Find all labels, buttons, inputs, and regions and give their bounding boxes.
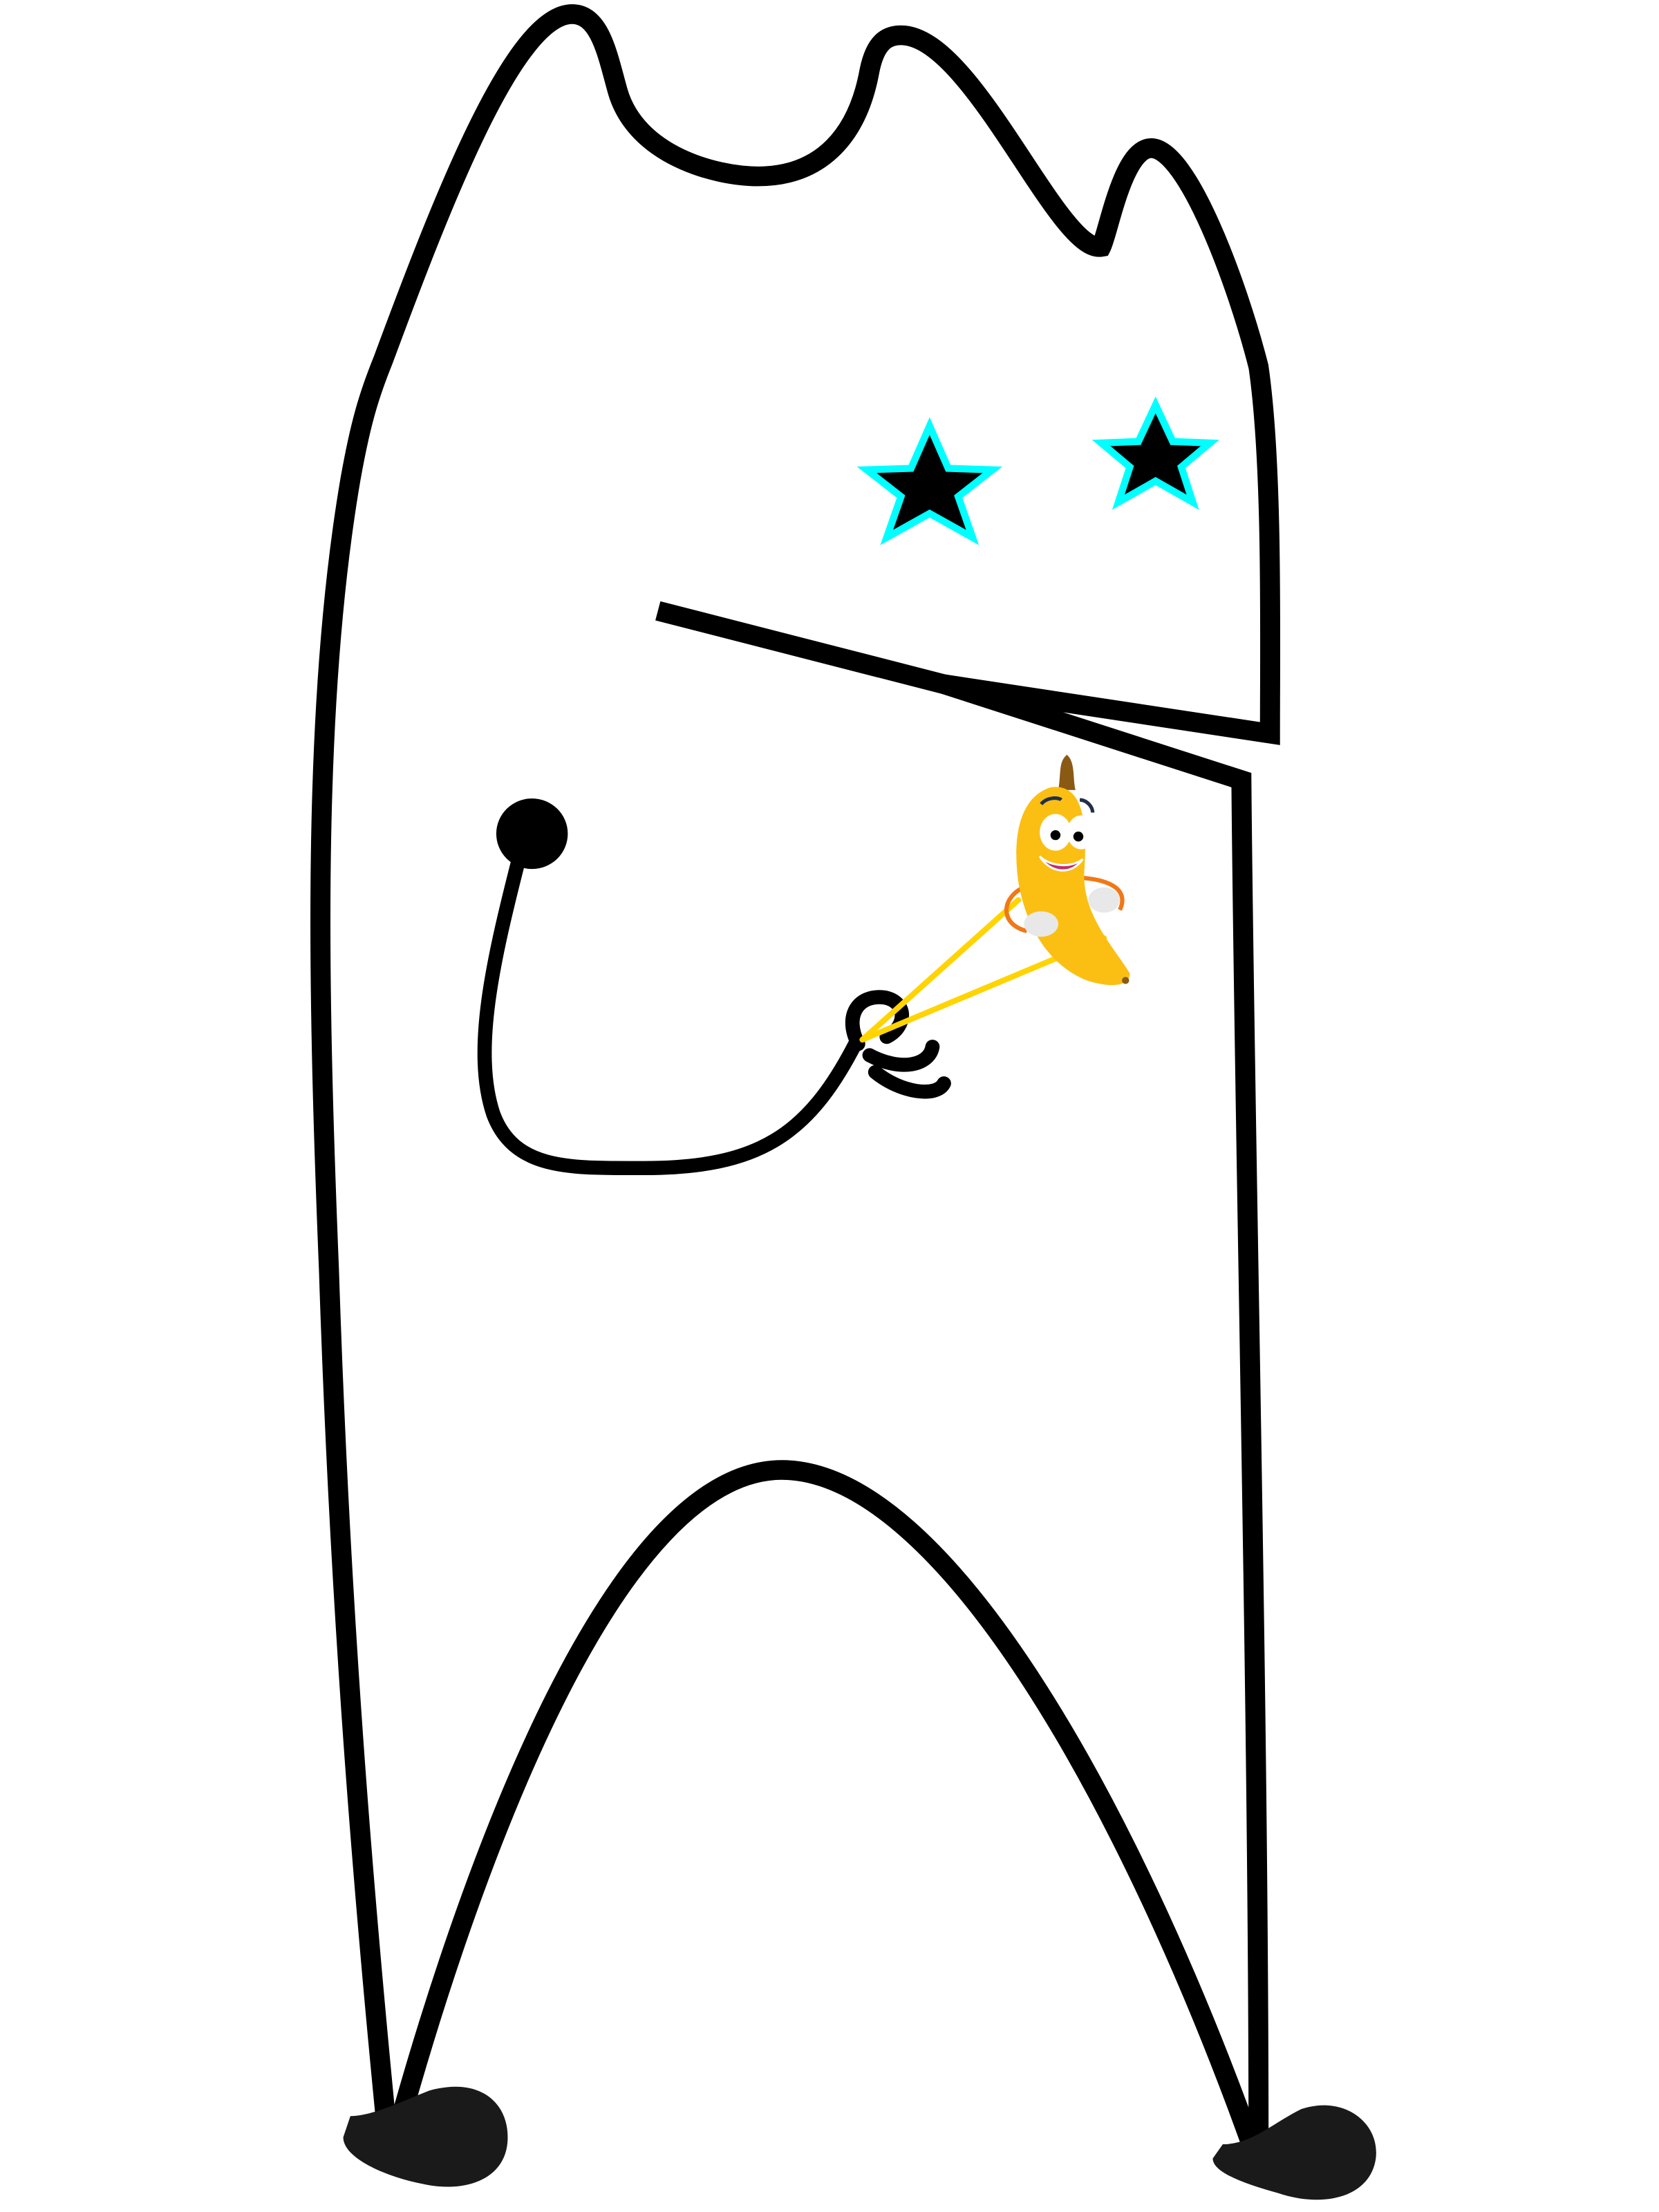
- legs-arch: [387, 1460, 1262, 2155]
- banana-mouth: [1038, 855, 1084, 872]
- banana-glove-left: [1024, 911, 1059, 937]
- left-foot: [343, 2086, 508, 2187]
- shoulder-dot: [496, 798, 568, 870]
- mouth-line: [655, 601, 947, 694]
- right-star-eye-icon: [1091, 396, 1219, 510]
- banana-glove-right: [1088, 887, 1120, 913]
- banana-stem: [1058, 754, 1076, 790]
- arm: [477, 856, 863, 1176]
- left-star-eye-icon: [856, 417, 1003, 545]
- banana-eye-right: [1067, 815, 1096, 850]
- banana-character-icon: [1004, 754, 1130, 986]
- body-outline: [310, 4, 1281, 2155]
- right-foot: [1212, 2105, 1376, 2200]
